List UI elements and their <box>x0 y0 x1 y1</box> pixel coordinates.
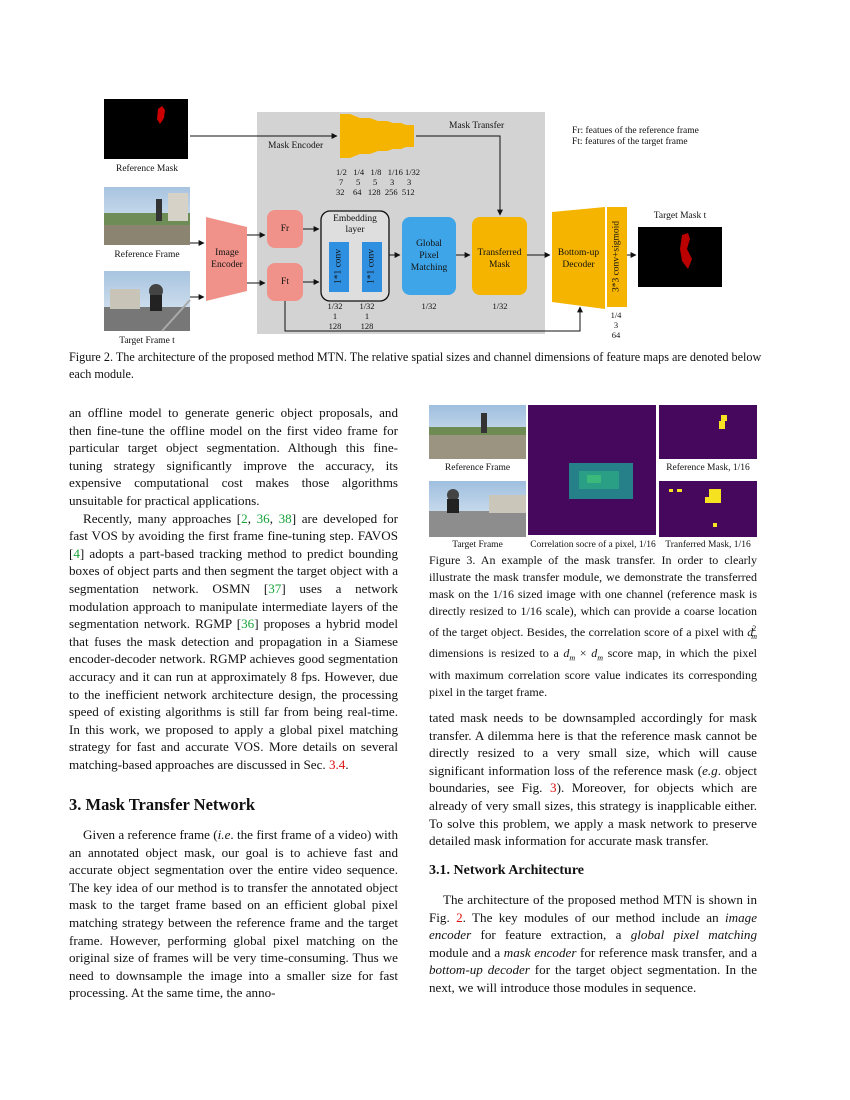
label-conv-1: 1*1 conv <box>333 248 344 285</box>
conv-block-1 <box>329 242 349 292</box>
emb2-size-row3: 128 <box>360 321 374 331</box>
label-tm-2: Mask <box>488 260 511 270</box>
citation-link[interactable]: 36 <box>241 616 255 632</box>
decoder-size-row2: 3 <box>613 320 619 330</box>
left-column-top: an offline model to generate generic obj… <box>69 404 398 773</box>
mask-encoder-sizes-row1: 1/2 1/4 1/8 1/16 1/32 <box>336 167 421 177</box>
label-mask-encoder: Mask Encoder <box>268 141 324 151</box>
label-tm-1: Transferred <box>477 248 522 258</box>
label-embedding-2: layer <box>345 225 365 235</box>
legend-ft: Ft: features of the target frame <box>572 137 688 147</box>
paragraph-offline-model: an offline model to generate generic obj… <box>69 405 398 508</box>
fig3-label-target-frame: Target Frame <box>452 540 503 550</box>
bottom-up-decoder-block <box>552 207 605 309</box>
emb2-size-row1: 1/32 <box>359 301 375 311</box>
citation-link[interactable]: 2 <box>241 510 248 526</box>
target-frame-image <box>104 271 191 332</box>
citation-link[interactable]: 4 <box>73 545 80 561</box>
label-bud-2: Decoder <box>562 260 595 270</box>
right-column-top: tated mask needs to be downsampled accor… <box>429 709 757 850</box>
decoder-size-row3: 64 <box>611 330 621 340</box>
figure-3-caption: Figure 3. An example of the mask transfe… <box>429 553 757 699</box>
reference-frame-image <box>104 187 190 245</box>
image-encoder-block <box>206 217 247 301</box>
fig3-label-transferred: Tranferred Mask, 1/16 <box>665 540 751 550</box>
conv-sigmoid-block <box>607 207 627 307</box>
fig3-label-corr: Correlation socre of a pixel, 1/16 <box>530 540 656 550</box>
label-conv-sigmoid: 3*3 conv+sigmoid <box>611 220 622 293</box>
citation-link[interactable]: 36 <box>256 510 270 526</box>
label-gpm-3: Matching <box>410 263 448 273</box>
reference-mask-image <box>104 99 188 159</box>
label-reference-frame: Reference Frame <box>114 250 180 260</box>
paragraph-recent-approaches: Recently, many approaches [2, 36, 38] ar… <box>69 510 399 772</box>
figure-2-caption: Figure 2. The architecture of the propos… <box>69 350 762 381</box>
gpm-size: 1/32 <box>421 301 437 311</box>
section-ref-link[interactable]: 3.4 <box>328 756 346 772</box>
label-conv-2: 1*1 conv <box>366 248 377 285</box>
section-title: 3. Mask Transfer Network <box>69 795 256 814</box>
citation-link[interactable]: 38 <box>278 510 292 526</box>
label-embedding-1: Embedding <box>333 214 377 224</box>
left-column-bottom: Given a reference frame (i.e. the first … <box>69 826 398 1002</box>
target-mask-image <box>638 227 722 287</box>
label-gpm-1: Global <box>416 239 442 249</box>
mask-encoder-sizes-row2: 7 5 5 3 3 <box>339 177 412 187</box>
figure-ref-link[interactable]: 2 <box>456 909 463 925</box>
tm-size: 1/32 <box>492 301 508 311</box>
label-reference-mask: Reference Mask <box>116 164 178 174</box>
transferred-mask-block <box>472 217 527 295</box>
right-column-bottom: The architecture of the proposed method … <box>429 891 757 997</box>
emb1-size-row2: 1 <box>332 311 338 321</box>
fr-block <box>267 210 303 248</box>
label-target-mask: Target Mask t <box>653 211 707 221</box>
label-bud-1: Bottom-up <box>557 248 600 258</box>
conv-block-2 <box>362 242 382 292</box>
mask-encoder-sizes-row3: 32 64 128 256 512 <box>336 187 415 197</box>
fig3-label-ref-frame: Reference Frame <box>444 463 511 473</box>
paragraph-network-architecture: The architecture of the proposed method … <box>429 892 758 995</box>
label-image-encoder-2: Encoder <box>211 260 243 270</box>
paragraph-mask-transfer-intro: Given a reference frame (i.e. the first … <box>69 827 398 1001</box>
fig3-label-ref-mask: Reference Mask, 1/16 <box>666 463 750 473</box>
subsection-title: 3.1. Network Architecture <box>429 863 584 878</box>
ft-block <box>267 263 303 301</box>
global-pixel-matching-block <box>402 217 456 295</box>
decoder-size-row1: 1/4 <box>610 310 622 320</box>
label-mask-transfer: Mask Transfer <box>449 121 505 131</box>
emb2-size-row2: 1 <box>364 311 370 321</box>
emb1-size-row1: 1/32 <box>327 301 343 311</box>
emb1-size-row3: 128 <box>328 321 342 331</box>
figure-3-images <box>429 405 757 537</box>
label-gpm-2: Pixel <box>419 251 439 261</box>
label-ft: Ft <box>281 277 289 287</box>
label-target-frame: Target Frame t <box>119 336 175 346</box>
label-fr: Fr <box>280 224 290 234</box>
architecture-diagram <box>104 99 722 334</box>
figure-2: Reference Mask Reference Frame Target Fr… <box>60 95 790 350</box>
paragraph-dilemma: tated mask needs to be downsampled accor… <box>429 710 758 849</box>
label-image-encoder-1: Image <box>215 248 239 258</box>
figure-ref-link[interactable]: 3 <box>550 780 557 796</box>
legend-fr: Fr: featues of the reference frame <box>572 126 699 136</box>
citation-link[interactable]: 37 <box>268 580 282 596</box>
